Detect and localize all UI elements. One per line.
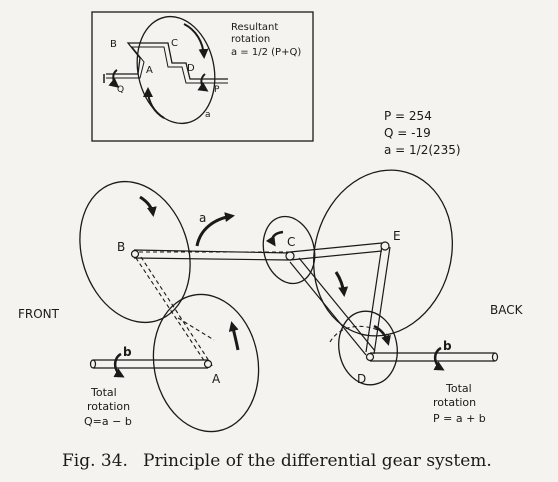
left-total-line1: Total	[90, 386, 117, 399]
figure-caption: Fig. 34. Principle of the differential g…	[62, 451, 492, 471]
inset-label-c: C	[171, 38, 178, 49]
label-d: D	[357, 372, 366, 386]
crank-bar-ed	[365, 244, 391, 355]
right-total-line2: rotation	[433, 396, 476, 409]
inset-p-rotation-icon	[197, 73, 209, 92]
inset-label-p: P	[214, 85, 220, 95]
label-e: E	[393, 229, 401, 243]
inset-label-a: A	[146, 65, 153, 76]
back-label: BACK	[490, 303, 524, 317]
left-upper-gear	[79, 180, 191, 324]
pivot-d	[365, 352, 375, 362]
right-shaft	[370, 352, 495, 362]
inset-label-q: Q	[117, 85, 124, 95]
inset-frame	[91, 11, 314, 142]
right-shaft-end	[491, 352, 499, 362]
inset-resultant-line2: rotation	[231, 34, 270, 45]
label-c: C	[287, 235, 295, 249]
value-p: P = 254	[384, 109, 432, 123]
label-right-b: b	[443, 339, 452, 353]
left-lower-gear	[152, 293, 260, 433]
value-a: a = 1/2(235)	[384, 143, 461, 157]
pivot-c	[285, 251, 295, 261]
crank-bar-bc	[133, 249, 291, 261]
left-shaft-end	[89, 359, 97, 369]
label-a: A	[212, 372, 221, 386]
left-total-line2: rotation	[87, 400, 130, 413]
crank-bar-ce	[289, 242, 383, 261]
inset-resultant-line1: Resultant	[231, 22, 278, 33]
right-total-line1: Total	[445, 382, 472, 395]
pivot-b	[130, 249, 140, 259]
caption-text: Principle of the differential gear syste…	[143, 451, 492, 471]
gear-a-arrow-icon	[228, 321, 240, 351]
rotation-a-arrow-icon	[195, 212, 235, 247]
left-total-formula: Q=a − b	[84, 415, 132, 428]
caption-fig-number: Fig. 34.	[62, 451, 128, 471]
inset-top-arrow-icon	[183, 23, 209, 59]
inset-label-a-lower: a	[205, 110, 211, 120]
inset-diagram: B C A D Q P a Resultant rotation a = 1/2…	[91, 11, 314, 142]
inset-label-d: D	[187, 63, 195, 74]
crank-bar-cd	[289, 257, 376, 356]
pivot-a	[203, 359, 213, 369]
label-left-b: b	[123, 345, 132, 359]
small-gear-c	[262, 215, 316, 285]
hidden-lines	[131, 251, 393, 368]
inset-q-rotation-icon	[108, 69, 120, 88]
inset-resultant-formula: a = 1/2 (P+Q)	[231, 47, 301, 58]
left-shaft-rotation-icon	[113, 352, 125, 378]
value-q: Q = -19	[384, 126, 431, 140]
front-label: FRONT	[18, 307, 60, 321]
gear-c-lower-arrow-icon	[334, 271, 349, 297]
right-shaft-rotation-icon	[433, 346, 445, 371]
right-large-gear	[313, 169, 453, 337]
label-b: B	[117, 240, 125, 254]
small-gear-d	[338, 310, 398, 386]
label-rotation-a: a	[199, 211, 206, 225]
inset-crank-shaft	[106, 42, 228, 80]
gear-c-arrow-icon	[265, 230, 284, 247]
inset-label-b: B	[110, 39, 117, 50]
main-diagram: FRONT BACK B C E A D a b b Total rotatio…	[18, 169, 524, 433]
inset-bottom-arrow-icon	[143, 87, 165, 119]
right-total-formula: P = a + b	[433, 412, 486, 425]
left-shaft	[93, 359, 208, 369]
gear-d-arrow-icon	[373, 324, 391, 346]
gear-b-arrow-icon	[139, 195, 157, 217]
values-block: P = 254 Q = -19 a = 1/2(235)	[384, 109, 461, 157]
pivot-e	[380, 241, 390, 251]
